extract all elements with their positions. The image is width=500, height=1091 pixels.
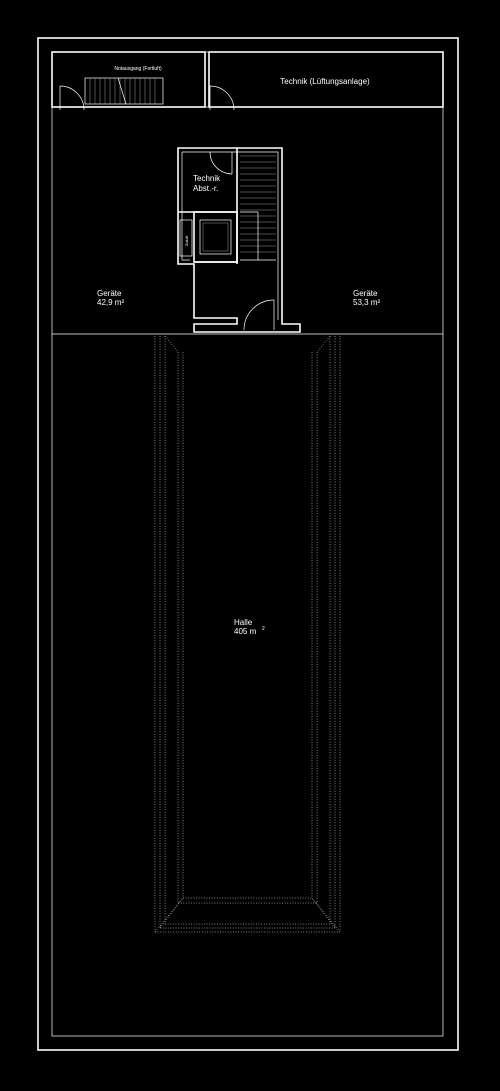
notausgang-room xyxy=(51,51,206,108)
door-swing-lueftung xyxy=(209,85,235,111)
label-geraete-right-area: 53,3 m² xyxy=(353,298,380,307)
label-notausgang: Notausgang (Fortluft) xyxy=(114,66,162,72)
label-halle-area-sup: 2 xyxy=(262,626,265,632)
hall-skylight xyxy=(154,335,341,933)
core-outline xyxy=(177,147,301,333)
door-swing-core-bottom xyxy=(243,299,275,331)
label-geraete-left-area: 42,9 m² xyxy=(97,298,124,307)
label-technik-line1: Technik xyxy=(193,174,221,183)
outer-wall xyxy=(37,37,459,1051)
door-swing-notausgang xyxy=(59,85,85,111)
lift-shaft xyxy=(193,211,238,263)
central-core: Technik Abst.-r. Zuluft xyxy=(177,147,301,333)
label-geraete-left-name: Geräte xyxy=(97,289,122,298)
label-halle-area: 405 m xyxy=(234,627,257,636)
lift-cabin xyxy=(199,219,232,255)
inner-wall xyxy=(51,51,444,1037)
door-swing-technik xyxy=(209,151,233,175)
label-technik-line2: Abst.-r. xyxy=(193,184,218,193)
label-zuluft: Zuluft xyxy=(184,235,189,246)
top-rooms: Notausgang (Fortluft) Technik (Lüftungsa… xyxy=(51,51,444,111)
label-halle-name: Halle xyxy=(234,618,253,627)
core-stair xyxy=(240,155,276,261)
label-geraete-right-name: Geräte xyxy=(353,289,378,298)
label-technik-lueftung: Technik (Lüftungsanlage) xyxy=(280,77,370,86)
exit-stair xyxy=(84,77,164,105)
zuluft-shaft xyxy=(179,219,193,257)
